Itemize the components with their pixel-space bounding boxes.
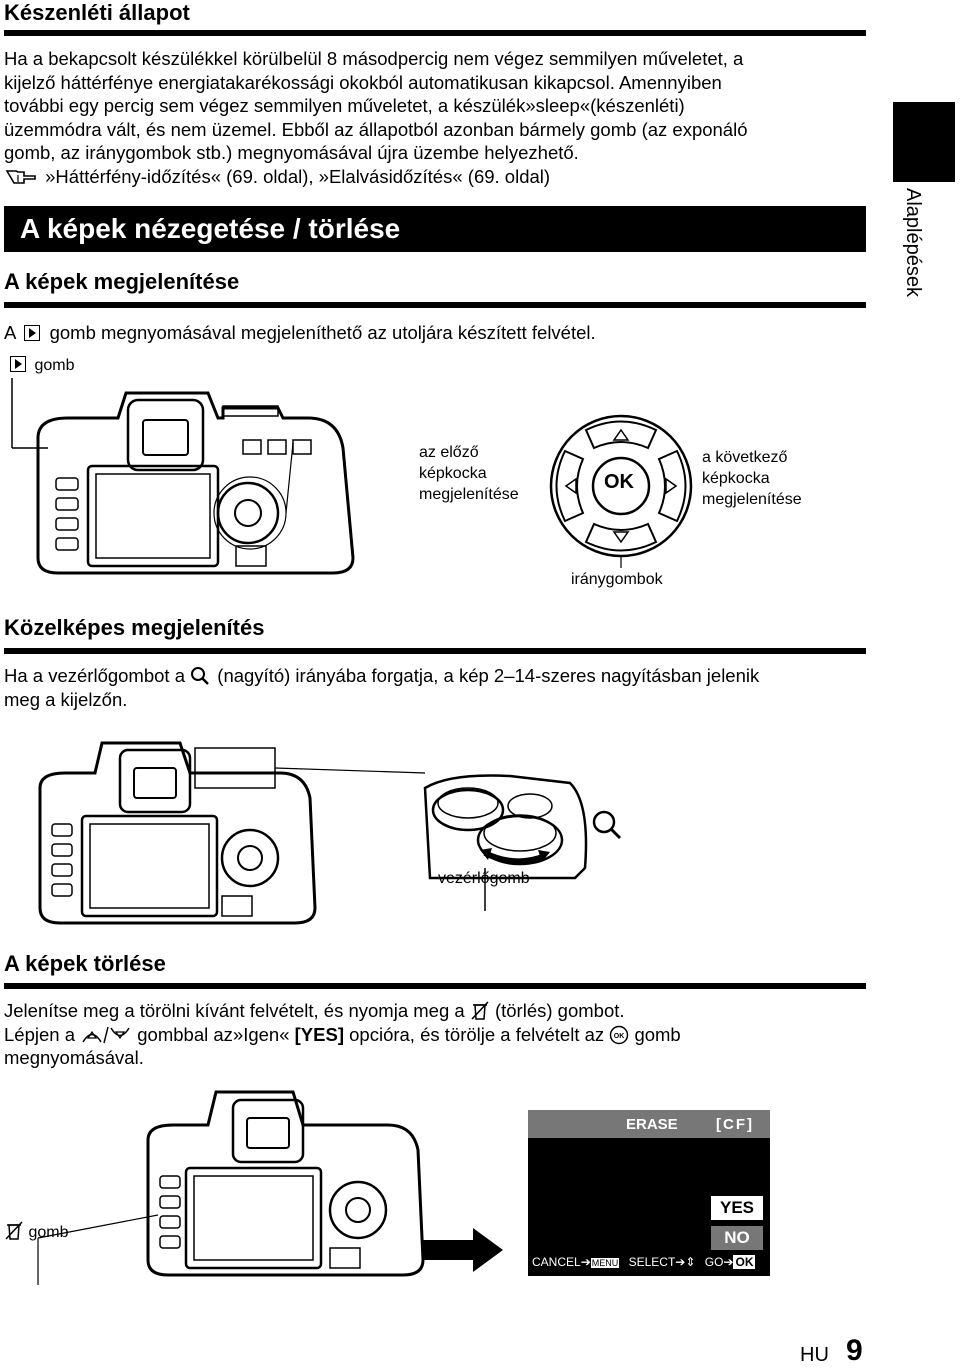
select-label: SELECT [628,1255,676,1269]
view-title: A képek megjelenítése [4,269,240,294]
caption-line: képkocka [702,470,770,487]
yes-option-text: [YES] [294,1023,344,1045]
text: A [4,322,16,343]
control-dial-caption: vezérlőgomb [438,870,530,887]
reference-line: »Háttérfény-időzítés« (69. oldal), »Elal… [4,165,748,189]
text-line: gomb, az iránygombok stb.) megnyomásával… [4,142,579,163]
standby-paragraph: Ha a bekapcsolt készülékkel körülbelül 8… [4,47,748,188]
erase-title: A képek törlése [4,951,166,976]
erase-confirm-screen: ERASE [CF] YES NO CANCEL➔MENU SELECT➔⇕ G… [528,1110,770,1276]
up-down-arrow-icons [82,1026,130,1043]
text: gomb megnyomásával megjeleníthető az uto… [49,322,596,343]
play-icon [10,356,26,372]
text-line: további egy percig sem végez semmilyen m… [4,95,685,116]
text-line: megnyomásával. [4,1047,144,1068]
caption-line: az előző [419,444,479,461]
text-line: Ha a vezérlőgombot a (nagyító) irányába … [4,664,759,688]
standby-title: Készenléti állapot [4,0,190,25]
magnifier-icon [191,667,210,685]
text: Jelenítse meg a törölni kívánt felvételt… [4,1000,465,1021]
chapter-label: Alaplépések [902,188,924,297]
text-line: meg a kijelzőn. [4,688,128,710]
screen-title: ERASE [626,1116,678,1133]
caption-text: gomb [34,357,75,374]
caption-text: gomb [28,1224,69,1241]
play-button-caption: gomb [4,355,74,376]
text: Lépjen a [4,1023,75,1045]
erase-button-caption: gomb [4,1221,68,1243]
camera-back-illustration [11,378,693,575]
cancel-label: CANCEL [532,1255,581,1269]
go-label: GO [704,1255,724,1269]
arrow-icon: ➔ [580,1255,591,1269]
play-icon [24,325,41,341]
text: Ha a vezérlőgombot a [4,665,185,686]
svg-text:OK: OK [614,1033,625,1040]
erase-text: Jelenítse meg a törölni kívánt felvételt… [4,999,681,1070]
updown-key-icon: ⇕ [685,1255,696,1269]
arrow-pad-caption: iránygombok [571,571,663,588]
yes-option[interactable]: YES [711,1196,763,1220]
trash-icon [5,1221,23,1240]
section-rule [4,30,866,36]
text: (törlés) gombot. [494,1000,625,1021]
text-line: kijelző háttérfénye energiatakarékossági… [4,71,722,93]
camera-zoom-illustration [38,741,622,925]
ok-key: OK [733,1255,756,1269]
text-line: Ha a bekapcsolt készülékkel körülbelül 8… [4,48,744,69]
ok-circle-icon: OK [610,1025,629,1044]
text-line: üzemmódra vált, és nem üzemel. Ebből az … [4,118,748,140]
menu-key: MENU [590,1258,620,1268]
reference-hand-icon [5,169,36,184]
chapter-banner: A képek nézegetése / törlése [4,206,866,252]
next-frame-caption: a következő képkocka megjelenítése [702,447,802,510]
chapter-tab [893,102,955,182]
reference-text: »Háttérfény-időzítés« (69. oldal), »Elal… [45,165,551,187]
ok-button-label: OK [604,471,634,493]
page-number: 9 [846,1334,863,1367]
language-code: HU [800,1344,829,1366]
text: (nagyító) irányába forgatja, a kép 2–14-… [217,665,760,686]
closeup-title: Közelképes megjelenítés [4,615,265,640]
text-line: Lépjen a gombbal az»Igen« [YES] opcióra,… [4,1023,681,1047]
caption-line: megjelenítése [702,491,802,508]
trash-icon [471,1001,489,1020]
text: gomb [634,1023,681,1045]
arrow-icon: ➔ [675,1255,686,1269]
camera-erase-illustration [37,1090,503,1285]
screen-footer: CANCEL➔MENU SELECT➔⇕ GO➔OK [532,1255,756,1269]
screen-header [528,1110,770,1138]
view-text: A gomb megnyomásával megjeleníthető az u… [4,321,596,345]
no-option[interactable]: NO [711,1226,763,1250]
arrow-icon: ➔ [723,1255,734,1269]
section-rule [4,648,866,654]
section-rule [4,983,866,989]
closeup-text: Ha a vezérlőgombot a (nagyító) irányába … [4,664,759,711]
caption-line: a következő [702,449,788,466]
caption-line: megjelenítése [419,486,519,503]
text-line: Jelenítse meg a törölni kívánt felvételt… [4,999,681,1023]
text: gombbal az»Igen« [137,1023,290,1045]
previous-frame-caption: az előző képkocka megjelenítése [419,442,519,505]
card-indicator: [CF] [716,1116,754,1133]
section-rule [4,302,866,308]
text: opcióra, és törölje a felvételt az [349,1023,605,1045]
caption-line: képkocka [419,465,487,482]
